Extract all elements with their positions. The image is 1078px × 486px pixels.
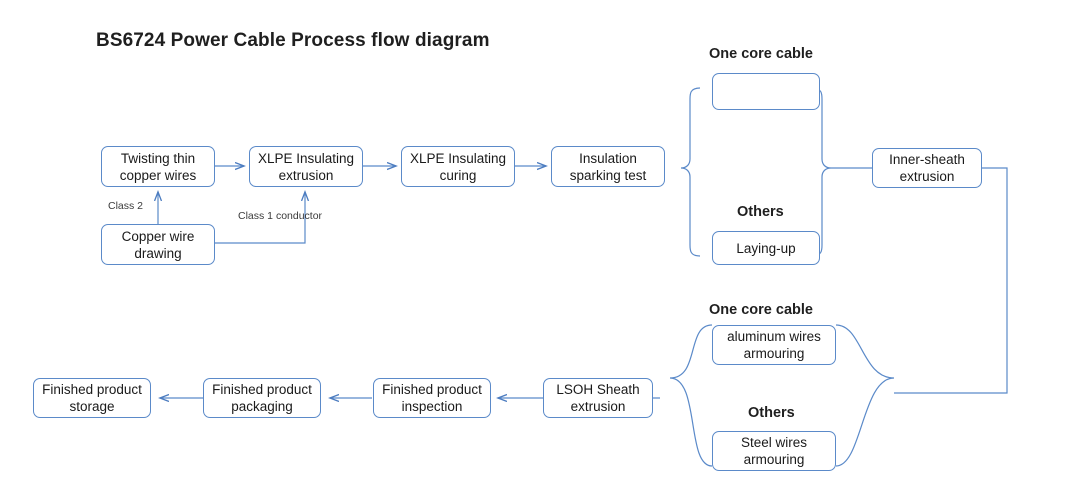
node-aluminum-wires-armouring[interactable]: aluminum wires armouring — [712, 325, 836, 365]
node-label-line2: inspection — [401, 399, 463, 414]
edge-label-class-1-conductor: Class 1 conductor — [238, 210, 322, 223]
node-laying-up[interactable]: Laying-up — [712, 231, 820, 265]
node-label-line2: storage — [69, 399, 115, 414]
node-label-line2: copper wires — [119, 167, 197, 183]
edge-label-line1: Class 1 — [238, 210, 274, 222]
node-copper-wire-drawing[interactable]: Copper wire drawing — [101, 224, 215, 265]
node-label-line1: LSOH Sheath — [556, 382, 640, 397]
node-twisting-thin-copper-wires[interactable]: Twisting thin copper wires — [101, 146, 215, 187]
node-label-line2: extrusion — [570, 399, 626, 414]
node-label-line1: Twisting thin — [120, 150, 196, 166]
node-label-line2: extrusion — [899, 169, 955, 184]
group-label-others-top: Others — [737, 204, 784, 220]
node-label-line2: curing — [439, 167, 477, 183]
node-label-line1: XLPE Insulating — [409, 150, 507, 166]
node-label-line2: packaging — [231, 399, 293, 414]
group-label-others-bottom: Others — [748, 405, 795, 421]
node-label-line1: Copper wire — [121, 228, 195, 244]
group-label-one-core-cable-top: One core cable — [709, 46, 813, 62]
node-inner-sheath-extrusion[interactable]: Inner-sheath extrusion — [872, 148, 982, 188]
node-label-line2: sparking test — [569, 167, 647, 183]
group-label-one-core-cable-bottom: One core cable — [709, 302, 813, 318]
node-finished-product-inspection[interactable]: Finished product inspection — [373, 378, 491, 418]
node-label-line1: Finished product — [382, 382, 482, 397]
node-label-line1: Steel wires — [740, 435, 808, 450]
node-label-line2: extrusion — [278, 167, 334, 183]
edge-label-line2: conductor — [275, 210, 323, 222]
page-title: BS6724 Power Cable Process flow diagram — [96, 30, 490, 51]
node-label-line1: Laying-up — [736, 240, 796, 256]
node-label-line1: Inner-sheath — [889, 152, 965, 167]
node-insulation-sparking-test[interactable]: Insulation sparking test — [551, 146, 665, 187]
node-finished-product-packaging[interactable]: Finished product packaging — [203, 378, 321, 418]
node-one-core-cable-arrow-box[interactable] — [712, 73, 820, 110]
node-steel-wires-armouring[interactable]: Steel wires armouring — [712, 431, 836, 471]
node-label-line1: Insulation — [579, 150, 637, 166]
node-label-line2: armouring — [743, 452, 805, 467]
node-xlpe-insulating-curing[interactable]: XLPE Insulating curing — [401, 146, 515, 187]
node-lsoh-sheath-extrusion[interactable]: LSOH Sheath extrusion — [543, 378, 653, 418]
node-label-line1: XLPE Insulating — [257, 150, 355, 166]
node-label-line1: Finished product — [212, 382, 312, 397]
node-xlpe-insulating-extrusion[interactable]: XLPE Insulating extrusion — [249, 146, 363, 187]
node-label-line1: Finished product — [42, 382, 142, 397]
node-label-line2: drawing — [134, 245, 182, 261]
node-label-line2: armouring — [743, 346, 805, 361]
node-label-line1: aluminum wires — [727, 329, 821, 344]
edge-label-class-2: Class 2 — [108, 200, 144, 212]
node-finished-product-storage[interactable]: Finished product storage — [33, 378, 151, 418]
